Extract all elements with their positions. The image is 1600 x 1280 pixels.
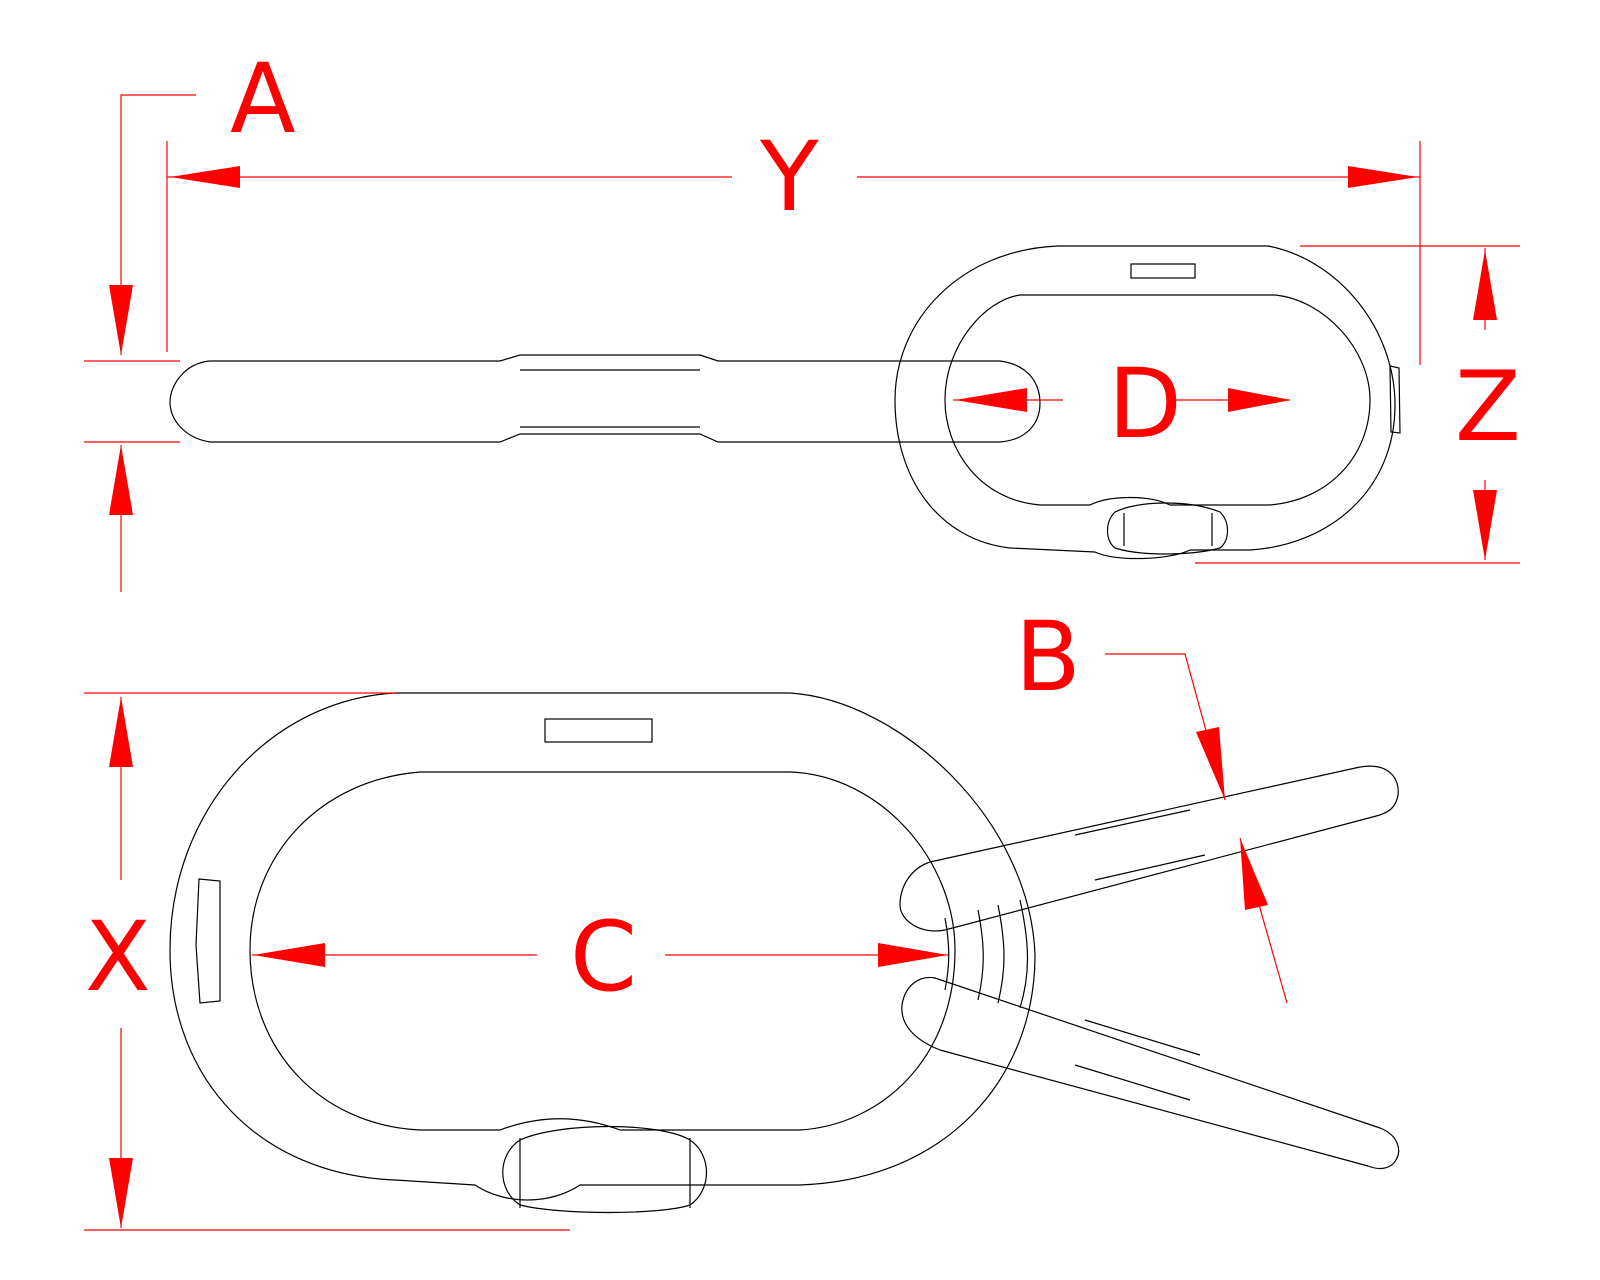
arrow-up-icon xyxy=(109,445,133,515)
boss-bottom xyxy=(1106,502,1229,555)
arrow-left-icon xyxy=(955,388,1027,412)
dimension-b-leader xyxy=(1105,653,1226,801)
stamp-mark-left xyxy=(195,878,221,1004)
label-z: Z xyxy=(1455,351,1521,463)
arrow-left-icon xyxy=(253,943,325,967)
arrow-down-icon xyxy=(1473,490,1497,560)
label-y: Y xyxy=(759,121,819,233)
arrow-right-icon xyxy=(878,943,948,967)
sub-link-upper xyxy=(899,765,1399,932)
arrow-right-icon xyxy=(1228,388,1291,412)
sub-link-bar xyxy=(169,354,1041,443)
side-view: A Y Z D xyxy=(84,43,1521,592)
dimension-a-leader xyxy=(120,94,196,355)
arrow-down-icon xyxy=(109,1158,133,1228)
label-c: C xyxy=(570,901,637,1013)
arrow-down-icon xyxy=(1196,727,1225,800)
master-link-outer-small xyxy=(894,245,1396,560)
stamp-mark-right xyxy=(1389,365,1401,434)
arrow-up-icon xyxy=(109,697,133,767)
arrow-up-icon xyxy=(1473,250,1497,320)
sub-link-lower xyxy=(901,976,1400,1170)
arrow-right-icon xyxy=(1348,166,1418,188)
stamp-mark-top xyxy=(544,718,653,743)
master-link-inner-large xyxy=(249,771,956,1131)
label-d: D xyxy=(1108,348,1182,460)
label-a: A xyxy=(230,43,296,155)
label-b: B xyxy=(1015,601,1081,713)
arrow-up-icon xyxy=(1240,838,1268,910)
front-view: X C B xyxy=(84,601,1400,1231)
master-link-outer-large xyxy=(169,692,1036,1201)
master-link-inner-small xyxy=(944,294,1371,506)
arrow-down-icon xyxy=(109,285,133,355)
label-x: X xyxy=(85,901,151,1013)
stamp-mark-top xyxy=(1130,263,1196,279)
arrow-left-icon xyxy=(170,166,240,188)
